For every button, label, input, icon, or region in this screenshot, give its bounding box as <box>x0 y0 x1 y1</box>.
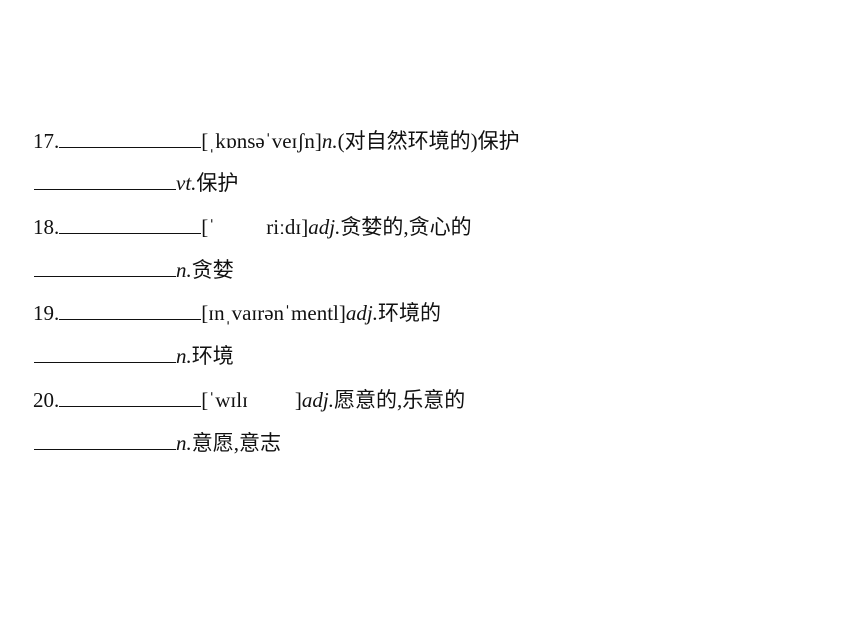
item-number: 18. <box>33 215 60 239</box>
answer-blank[interactable] <box>59 301 202 320</box>
part-of-speech: adj. <box>308 215 341 239</box>
meaning: 环境 <box>191 344 234 368</box>
item-number: 20. <box>33 388 60 412</box>
part-of-speech: n. <box>176 258 192 282</box>
phonetic-start: [ˈwɪlɪ <box>201 388 248 412</box>
answer-blank[interactable] <box>59 215 202 234</box>
phonetic: [ˌkɒnsəˈveɪʃn] <box>201 129 322 153</box>
item-18-line: 18. [ˈ riːdɪ]adj.贪婪的,贪心的 <box>33 212 472 242</box>
item-number: 19. <box>33 301 60 325</box>
part-of-speech: n. <box>176 344 192 368</box>
meaning: 环境的 <box>377 301 441 325</box>
meaning: (对自然环境的)保护 <box>337 129 520 153</box>
item-17-derived-line: vt.保护 <box>33 168 238 198</box>
item-17-line: 17. [ˌkɒnsəˈveɪʃn]n.(对自然环境的)保护 <box>33 126 520 156</box>
meaning: 保护 <box>196 171 239 195</box>
part-of-speech: n. <box>321 129 338 153</box>
item-20-line: 20. [ˈwɪlɪ]adj.愿意的,乐意的 <box>33 385 465 415</box>
meaning: 贪婪 <box>191 258 234 282</box>
item-19-derived-line: n.环境 <box>33 341 234 371</box>
item-20-derived-line: n.意愿,意志 <box>33 428 281 458</box>
answer-blank[interactable] <box>34 344 176 363</box>
answer-blank[interactable] <box>59 129 202 148</box>
item-18-derived-line: n.贪婪 <box>33 255 234 285</box>
phonetic-end: riːdɪ] <box>266 215 309 239</box>
phonetic-start: [ˈ <box>201 215 216 239</box>
phonetic-end: ] <box>294 388 302 412</box>
meaning: 意愿,意志 <box>191 431 281 455</box>
answer-blank[interactable] <box>59 388 202 407</box>
phonetic: [ɪnˌvaɪrənˈmentl] <box>201 301 346 325</box>
item-19-line: 19. [ɪnˌvaɪrənˈmentl]adj.环境的 <box>33 298 441 328</box>
meaning: 愿意的,乐意的 <box>334 388 466 412</box>
part-of-speech: adj. <box>345 301 378 325</box>
part-of-speech: n. <box>176 431 192 455</box>
part-of-speech: vt. <box>176 171 197 195</box>
item-number: 17. <box>33 129 60 153</box>
answer-blank[interactable] <box>34 171 176 190</box>
part-of-speech: adj. <box>301 388 334 412</box>
answer-blank[interactable] <box>34 258 176 277</box>
meaning: 贪婪的,贪心的 <box>340 215 472 239</box>
answer-blank[interactable] <box>34 431 176 450</box>
